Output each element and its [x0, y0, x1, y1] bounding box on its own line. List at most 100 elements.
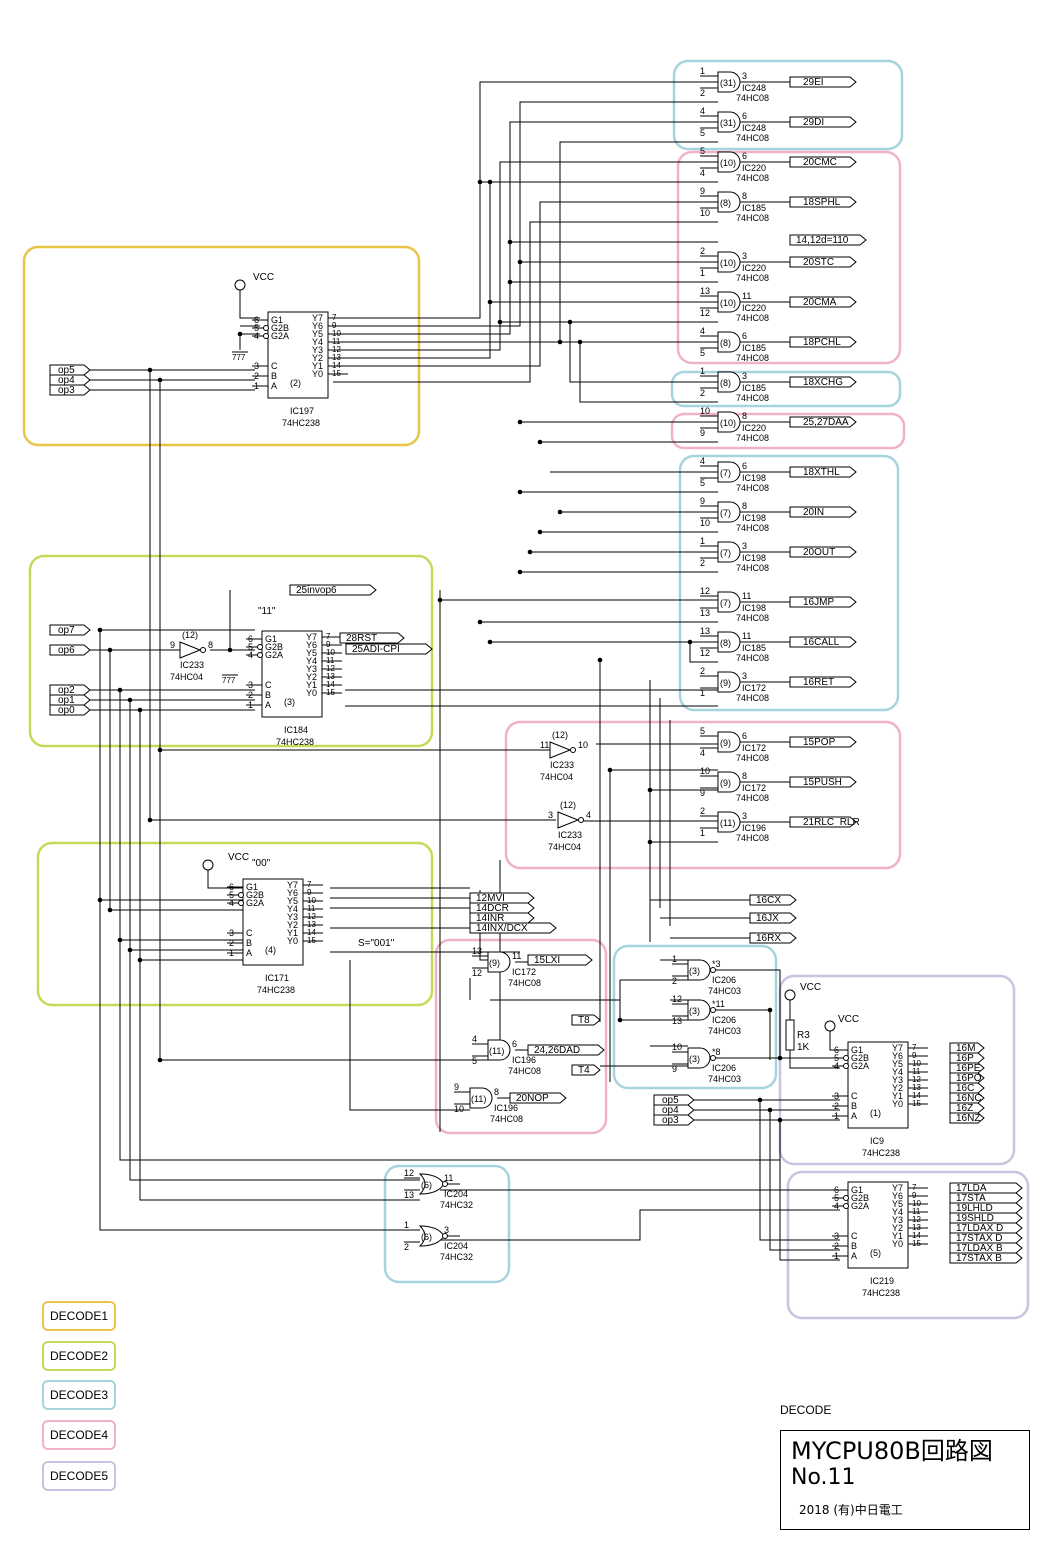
tag-ic9-out-7-shape: [949, 1102, 985, 1114]
gate-unit: (3): [689, 966, 700, 976]
input-dec2-op0-label: op0: [58, 705, 75, 716]
output-tag: 29DI: [789, 116, 857, 128]
junction-dot: [157, 377, 163, 383]
gate-unit: (8): [720, 338, 731, 348]
ic197-pin-g2b: G2B: [271, 323, 289, 333]
ic219-ref: IC219: [870, 1276, 894, 1286]
gate-pin-a: 4: [700, 456, 705, 466]
ic171-ref: IC171: [265, 973, 289, 983]
tag-ic219-out-7-label: 17LDAX B: [956, 1243, 1003, 1254]
ic184-bubble: [257, 644, 263, 650]
gate-pin-out: 11: [742, 291, 751, 301]
static-labels: VCC "11" VCC "00" S="001" VCC VCC R3 1K: [228, 272, 859, 1053]
gate-pin-a: 1: [700, 66, 705, 76]
junction-dot: [487, 179, 493, 185]
junction-dot: [497, 319, 503, 325]
gate-pin-b: 1: [700, 828, 705, 838]
tag-ic219-out-2: 17STA: [949, 1192, 1023, 1204]
junction-dot: [517, 569, 523, 575]
junction-dot: [107, 647, 113, 653]
junction-dot: [777, 1055, 783, 1061]
ic171-pin-c: C: [246, 928, 253, 938]
junction-dot: [157, 747, 163, 753]
output-tag-label: 20CMA: [803, 297, 837, 308]
tag-14inx-dcx-shape: [469, 922, 557, 934]
gate-pin-a: 12: [700, 586, 710, 596]
gate-part: 74HC08: [508, 1066, 541, 1076]
tag-28rst-label: 28RST: [346, 633, 377, 644]
ic9-pin-g1: G1: [851, 1045, 863, 1055]
tag-15lxi-label: 15LXI: [534, 955, 560, 966]
input-dec2-op0: op0: [49, 704, 91, 716]
junction-dot: [517, 489, 523, 495]
tag-t4: T4: [571, 1064, 601, 1076]
ic171-body: [242, 878, 304, 966]
ic171-pin-g2a: G2A: [246, 898, 264, 908]
tag-t14: 14,12d=110: [789, 234, 867, 246]
tag-16cx-label: 16CX: [756, 895, 781, 906]
junction-dot: [117, 937, 123, 943]
gate-unit: (7): [720, 548, 731, 558]
gate-pin-out: *8: [712, 1047, 721, 1057]
tag-t8-shape: [571, 1014, 601, 1026]
ic171-pin-y2: Y2: [287, 920, 298, 930]
junction-dot: [127, 697, 133, 703]
tag-14dcr-shape: [469, 902, 535, 914]
gate-unit: (9): [720, 738, 731, 748]
tag-25adi-cpi: 25ADI-CPI: [345, 643, 433, 655]
gate-pin-out: 8: [742, 771, 747, 781]
junction-dot: [477, 179, 483, 185]
gate-pin-out: *11: [712, 999, 725, 1009]
tag-24-26dad-label: 24,26DAD: [534, 1045, 580, 1056]
tag-ic219-out-8: 17STAX B: [949, 1252, 1023, 1264]
gate-pin-b: 10: [454, 1104, 464, 1114]
gate-pin-a: 13: [700, 286, 710, 296]
tag-t14-label: 14,12d=110: [796, 235, 849, 246]
small-gate-body: [418, 1225, 445, 1247]
and-gate-body: [717, 251, 741, 273]
input-dec1-op3: op3: [49, 384, 91, 396]
input-ic9-op5-label: op5: [662, 1095, 679, 1106]
ic184-part: 74HC238: [276, 737, 314, 747]
decode2-outline-b: [36, 841, 434, 1007]
junction-dot: [127, 947, 133, 953]
tag-ic219-out-4: 19SHLD: [949, 1212, 1023, 1224]
ic219-pin-y5: Y5: [892, 1199, 903, 1209]
vcc-label-ic9: VCC: [838, 1014, 859, 1025]
output-tag-shape: [789, 76, 857, 88]
ic184-pin-g1: G1: [265, 634, 277, 644]
tag-ic219-out-7-shape: [949, 1242, 1023, 1254]
output-tag: 16JMP: [789, 596, 857, 608]
gate-pin-b: 12: [700, 308, 710, 318]
output-tag: 20STC: [789, 256, 857, 268]
gate-pin-out: 3: [444, 1225, 449, 1235]
gate-pin-a: 4: [700, 106, 705, 116]
output-tag: 16CALL: [789, 636, 857, 648]
junction-dot: [537, 529, 543, 535]
junction-dot: [147, 817, 153, 823]
tag-ic219-out-3-label: 19LHLD: [956, 1203, 993, 1214]
ic184-pin-y3: Y3: [306, 664, 317, 674]
gate-pin-b: 13: [700, 608, 710, 618]
junction-dot: [557, 339, 563, 345]
tag-16cx-shape: [749, 894, 797, 906]
ic197-pin-y6: Y6: [312, 321, 323, 331]
gate-ref: IC220: [742, 303, 766, 313]
gate-ref: IC172: [742, 743, 766, 753]
vcc-symbol-ic9: [824, 1020, 836, 1032]
gate-part: 74HC08: [736, 313, 769, 323]
ic9-pin-g2b: G2B: [851, 1053, 869, 1063]
junction-dot: [557, 509, 563, 515]
junction-dot: [647, 839, 653, 845]
junction-dot: [157, 1057, 163, 1063]
ic197-unit: (2): [290, 378, 301, 388]
gate-ref: IC172: [742, 783, 766, 793]
ic184-pin-g2a: G2A: [265, 650, 283, 660]
